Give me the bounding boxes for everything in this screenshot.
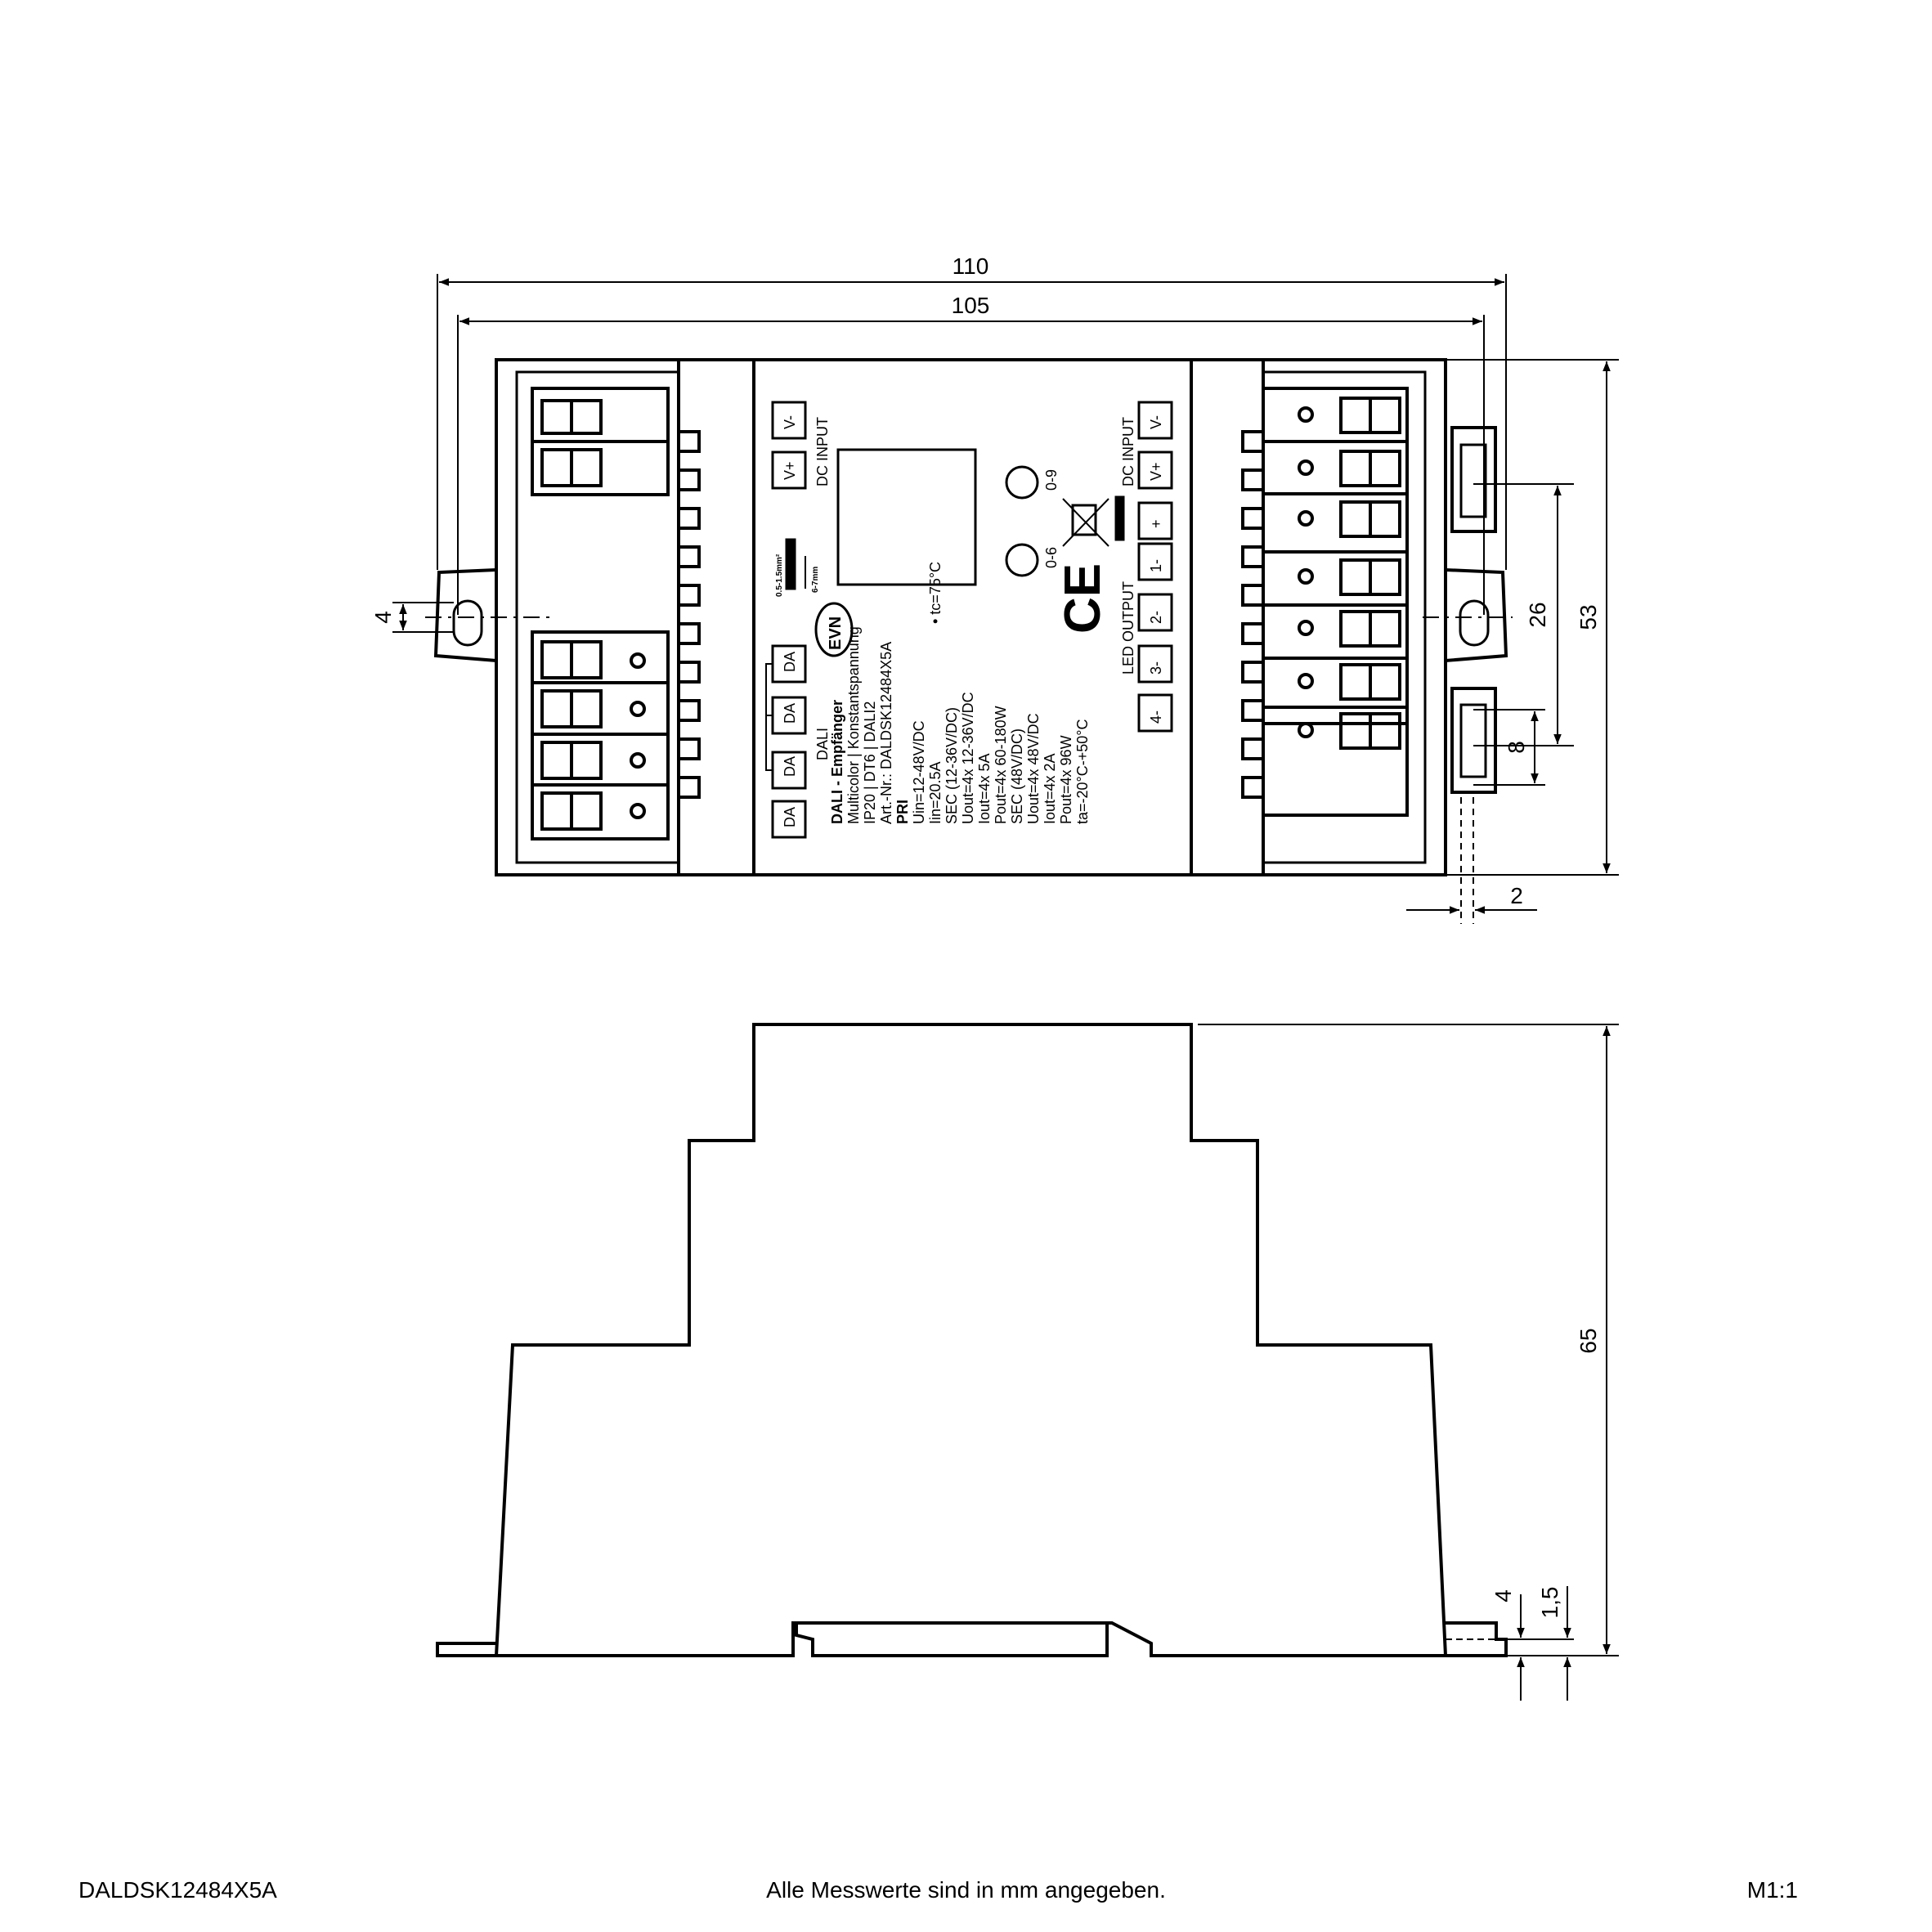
label-panel	[752, 358, 1193, 876]
label-line: Iin=20.5A	[927, 761, 944, 824]
rail-foot-left	[436, 1642, 496, 1657]
right-term-label: 2-	[1148, 611, 1164, 624]
left-term-label: V-	[782, 415, 798, 429]
rotary-switch-1	[1005, 465, 1039, 500]
label-line: Uout=4x 12-36V/DC	[960, 692, 976, 824]
dim-53: 53	[1576, 604, 1601, 630]
strip-spec: 6-7mm	[811, 567, 820, 593]
label-line: PRI	[894, 800, 911, 824]
footer-article-number: DALDSK12484X5A	[78, 1877, 277, 1903]
left-mount-tab	[433, 568, 497, 662]
label-line: Iout=4x 5A	[976, 753, 993, 824]
label-line: Art.-Nr.: DALDSK12484X5A	[878, 642, 894, 824]
rotary-switch-2	[1005, 543, 1039, 577]
dim-65: 65	[1576, 1328, 1601, 1353]
label-line: ta=-20°C-+50°C	[1074, 719, 1091, 824]
dim-2: 2	[1510, 883, 1523, 908]
right-mount-tab	[1445, 568, 1508, 662]
dali-text: DALI	[814, 728, 831, 760]
dimension-labels: 110 105 4 26 53 8 2 65 4 1,5	[370, 253, 1601, 1618]
side-profile	[494, 1023, 1448, 1657]
right-term-label: 1-	[1148, 559, 1164, 572]
left-terminal-block	[531, 387, 701, 840]
label-details	[765, 401, 1173, 839]
dim-4-slot: 4	[370, 611, 396, 624]
logo-text: EVN	[827, 616, 845, 650]
label-line: Iout=4x 2A	[1042, 753, 1058, 824]
right-term-label: 3-	[1148, 661, 1164, 675]
ce-mark: CE	[1055, 563, 1111, 634]
footer-note: Alle Messwerte sind in mm angegeben.	[766, 1877, 1166, 1903]
left-term-label: V+	[782, 461, 798, 480]
wire-spec: 0.5-1.5mm²	[775, 554, 784, 597]
rail-foot-right	[1446, 1621, 1508, 1657]
side-view	[436, 1023, 1508, 1657]
dim-105: 105	[952, 293, 990, 318]
right-term-label: V-	[1148, 415, 1164, 429]
da-label: DA	[782, 807, 798, 827]
clip-top	[1450, 426, 1497, 533]
label-line: Pout=4x 96W	[1058, 735, 1074, 824]
dim-110: 110	[953, 253, 989, 279]
label-line: SEC (12-36V/DC)	[944, 707, 960, 824]
da-label: DA	[782, 756, 798, 777]
dc-input-right: DC INPUT	[1120, 417, 1136, 486]
dim-4-small: 4	[1490, 1589, 1516, 1603]
label-line: Uin=12-48V/DC	[911, 720, 927, 824]
dc-input-left: DC INPUT	[814, 417, 831, 486]
dim-8: 8	[1504, 741, 1529, 754]
right-term-label: 4-	[1148, 710, 1164, 724]
label-text-block: DALI - Empfänger Multicolor | Konstantsp…	[829, 562, 1091, 824]
label-line: Uout=4x 48V/DC	[1025, 713, 1042, 824]
pot1-label: 0-9	[1043, 469, 1060, 491]
right-terminal-block	[1241, 387, 1409, 817]
clip-bottom	[1450, 687, 1497, 794]
pot2-label: 0-6	[1043, 547, 1060, 568]
label-line: Pout=4x 60-180W	[993, 706, 1009, 824]
display-window	[836, 448, 977, 586]
dim-26: 26	[1525, 602, 1550, 627]
label-line: DALI - Empfänger	[829, 700, 845, 824]
evn-logo	[814, 602, 854, 657]
label-line: SEC (48V/DC)	[1009, 728, 1025, 824]
da-label: DA	[782, 703, 798, 724]
label-line: IP20 | DT6 | DALI2	[862, 702, 878, 824]
led-output-text: LED OUTPUT	[1120, 581, 1136, 675]
label-line: Multicolor | Konstantspannung	[845, 626, 862, 824]
right-term-label: V+	[1148, 462, 1164, 481]
dim-1-5: 1,5	[1537, 1587, 1562, 1619]
dimensions	[392, 274, 1619, 1701]
right-term-label: +	[1148, 519, 1164, 528]
tc-text: • tc=75°C	[927, 562, 944, 624]
da-label: DA	[782, 652, 798, 672]
footer-scale: M1:1	[1746, 1877, 1798, 1903]
